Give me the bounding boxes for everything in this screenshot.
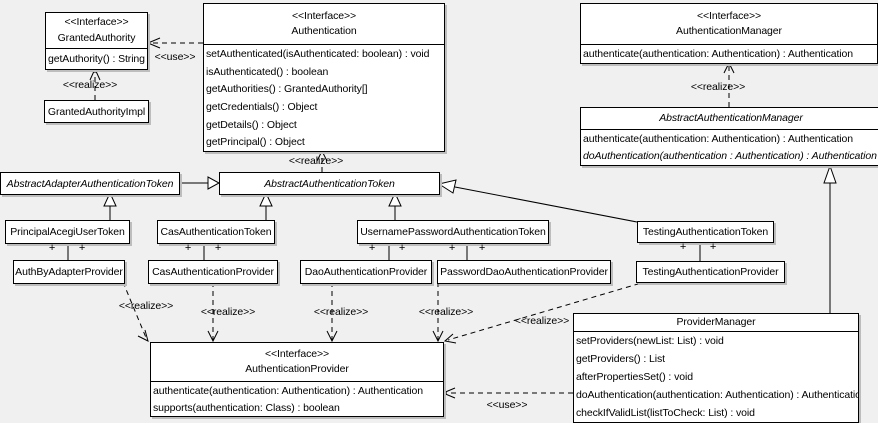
- edge-gen-providermanager: [823, 164, 837, 313]
- multiplicity-plus: +: [398, 242, 406, 254]
- realize-label: <<realize>>: [200, 306, 256, 318]
- class-granted-authority-impl: GrantedAuthorityImpl: [44, 100, 149, 123]
- method-label: checkIfValidList(listToCheck: List) : vo…: [576, 407, 755, 419]
- realize-label: <<realize>>: [418, 306, 474, 318]
- class-name: AuthByAdapterProvider: [15, 266, 123, 278]
- edge-gen-cas-token: [259, 191, 273, 220]
- method-label: authenticate(authentication: Authenticat…: [583, 132, 854, 145]
- realize-label: <<realize>>: [690, 81, 746, 93]
- class-authentication: <<Interface>> Authentication setAuthenti…: [203, 3, 445, 152]
- method-label: doAuthentication(authentication: Authent…: [576, 389, 858, 401]
- edge-realize-testingprovider: [443, 280, 649, 344]
- class-name: TestingAuthenticationToken: [642, 226, 769, 238]
- class-name: PrincipalAcegiUserToken: [10, 226, 125, 238]
- class-name: CasAuthenticationProvider: [152, 266, 274, 278]
- realize-label: <<realize>>: [514, 315, 570, 327]
- realize-label: <<realize>>: [288, 155, 344, 167]
- class-name: GrantedAuthority: [57, 31, 136, 44]
- class-abstract-authentication-token: AbstractAuthenticationToken: [219, 172, 440, 195]
- class-name: UsernamePasswordAuthenticationToken: [360, 226, 546, 238]
- class-name: DaoAuthenticationProvider: [304, 266, 428, 278]
- class-name: ProviderManager: [676, 315, 756, 328]
- class-authentication-manager: <<Interface>> AuthenticationManager auth…: [580, 3, 878, 64]
- class-name: GrantedAuthorityImpl: [47, 105, 146, 118]
- class-name: AuthenticationProvider: [245, 363, 349, 375]
- method-label: getAuthorities() : GrantedAuthority[]: [206, 83, 368, 96]
- edge-realize-authbyadapterprovider: [122, 281, 149, 342]
- method-label: authenticate(authentication: Authenticat…: [153, 384, 424, 397]
- multiplicity-plus: +: [78, 242, 86, 254]
- method-label: isAuthenticated() : boolean: [206, 65, 329, 78]
- stereotype-label: <<Interface>>: [64, 16, 129, 29]
- class-username-password-authentication-token: UsernamePasswordAuthenticationToken: [357, 220, 549, 244]
- method-label: doAuthentication(authentication : Authen…: [583, 150, 877, 163]
- method-label: getAuthority() : String: [48, 53, 145, 65]
- class-testing-authentication-token: TestingAuthenticationToken: [637, 221, 774, 243]
- method-label: setAuthenticated(isAuthenticated: boolea…: [206, 47, 430, 60]
- class-dao-authentication-provider: DaoAuthenticationProvider: [300, 260, 432, 284]
- method-label: getCredentials() : Object: [206, 100, 318, 113]
- multiplicity-plus: +: [709, 241, 717, 253]
- edge-realize-casprovider: [207, 282, 219, 343]
- class-name: AuthenticationManager: [676, 25, 782, 37]
- class-testing-authentication-provider: TestingAuthenticationProvider: [636, 261, 785, 283]
- class-principal-acegi-user-token: PrincipalAcegiUserToken: [5, 220, 130, 244]
- multiplicity-plus: +: [448, 242, 456, 254]
- class-name: AbstractAdapterAuthenticationToken: [6, 177, 174, 190]
- method-label: authenticate(authentication: Authenticat…: [583, 48, 854, 60]
- class-abstract-adapter-authentication-token: AbstractAdapterAuthenticationToken: [0, 172, 180, 195]
- multiplicity-plus: +: [48, 242, 56, 254]
- edge-gen-principal: [103, 191, 117, 220]
- class-cas-authentication-provider: CasAuthenticationProvider: [148, 260, 278, 284]
- multiplicity-plus: +: [368, 242, 376, 254]
- edge-use-authentication-grantedauthority: [146, 37, 203, 49]
- method-label: afterPropertiesSet() : void: [576, 371, 693, 383]
- edge-realize-daoprovider: [326, 282, 338, 343]
- edge-gen-adapter-token: [178, 176, 221, 190]
- edge-realize-passworddaoprovider: [432, 282, 444, 343]
- stereotype-label: <<Interface>>: [264, 347, 330, 360]
- multiplicity-plus: +: [214, 242, 222, 254]
- use-label: <<use>>: [486, 399, 528, 411]
- class-cas-authentication-token: CasAuthenticationToken: [157, 220, 275, 244]
- class-abstract-authentication-manager: AbstractAuthenticationManager authentica…: [580, 107, 878, 166]
- multiplicity-plus: +: [679, 241, 687, 253]
- realize-label: <<realize>>: [118, 300, 174, 312]
- class-password-dao-authentication-provider: PasswordDaoAuthenticationProvider: [437, 260, 611, 284]
- use-label: <<use>>: [154, 51, 196, 63]
- method-label: setProviders(newList: List) : void: [576, 335, 724, 347]
- stereotype-label: <<Interface>>: [291, 9, 357, 22]
- edge-gen-usernamepassword-token: [388, 191, 402, 220]
- class-name: Authentication: [291, 25, 357, 37]
- class-authentication-provider: <<Interface>> AuthenticationProvider aut…: [150, 342, 444, 417]
- multiplicity-plus: +: [478, 242, 486, 254]
- class-name: AbstractAuthenticationManager: [659, 111, 803, 124]
- edge-use-providermanager: [441, 387, 573, 399]
- class-name: TestingAuthenticationProvider: [642, 266, 779, 278]
- class-granted-authority: <<Interface>> GrantedAuthority getAuthor…: [45, 12, 148, 70]
- method-label: supports(authentication: Class) : boolea…: [153, 401, 340, 414]
- class-name: PasswordDaoAuthenticationProvider: [440, 266, 608, 278]
- realize-label: <<realize>>: [313, 306, 369, 318]
- class-provider-manager: ProviderManager setProviders(newList: Li…: [573, 313, 859, 423]
- edge-gen-testing-token: [437, 179, 638, 223]
- class-auth-by-adapter-provider: AuthByAdapterProvider: [13, 260, 125, 284]
- stereotype-label: <<Interface>>: [696, 9, 762, 22]
- multiplicity-plus: +: [184, 242, 192, 254]
- class-name: AbstractAuthenticationToken: [264, 177, 395, 190]
- class-name: CasAuthenticationToken: [160, 226, 272, 238]
- realize-label: <<realize>>: [62, 79, 118, 91]
- method-label: getProviders() : List: [576, 353, 665, 365]
- method-label: getDetails() : Object: [206, 118, 297, 131]
- method-label: getPrincipal() : Object: [206, 136, 305, 149]
